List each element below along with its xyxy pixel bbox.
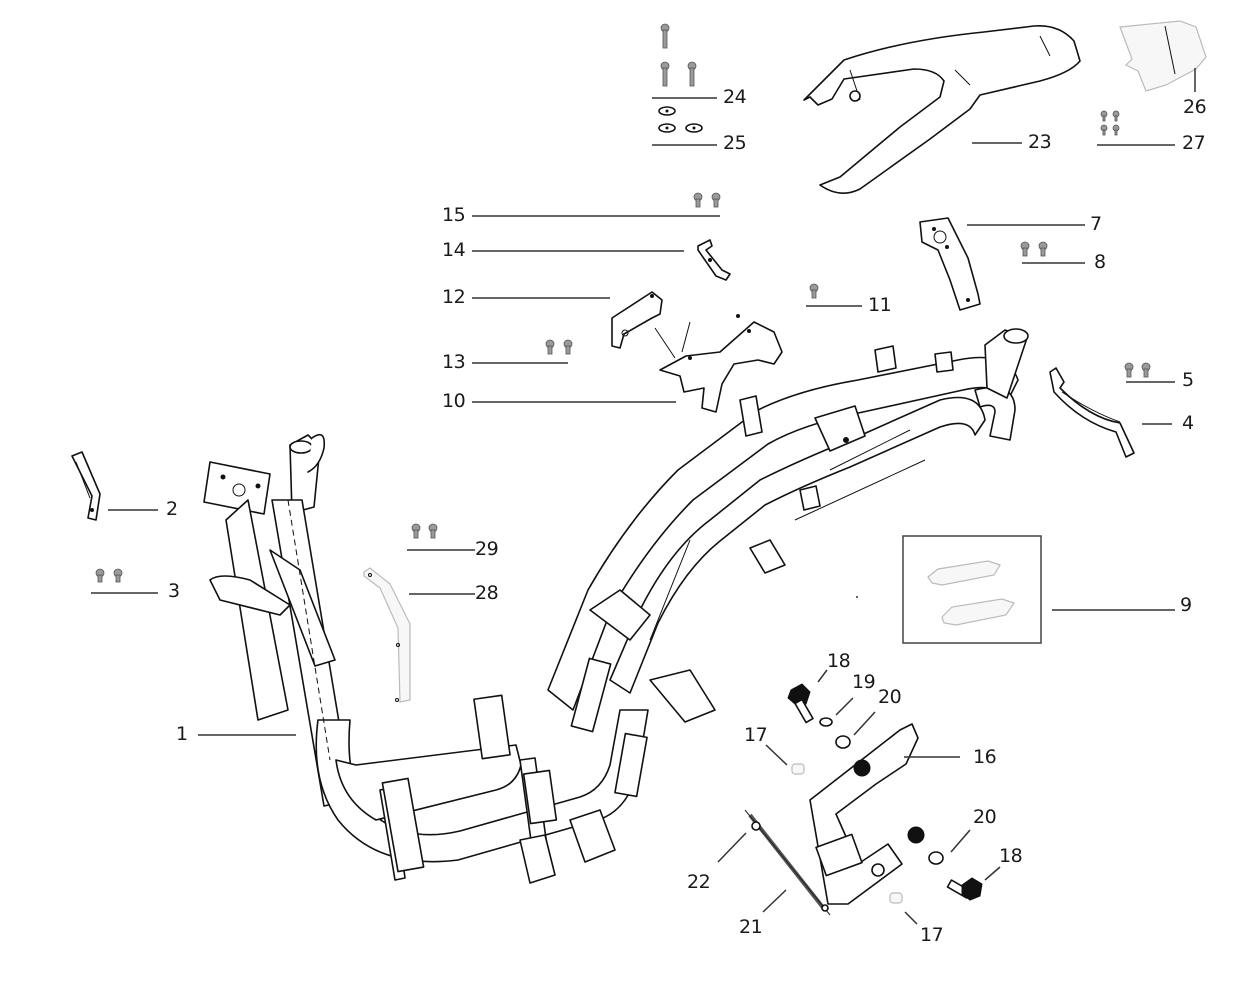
callout-9: 9 (1180, 594, 1192, 616)
callout-26: 26 (1183, 96, 1207, 118)
screws-part-27[interactable] (1100, 110, 1120, 136)
callout-29: 29 (475, 538, 499, 560)
callout-20a: 20 (878, 686, 902, 708)
leader-17b (904, 911, 918, 925)
callout-18a: 18 (827, 650, 851, 672)
callout-3: 3 (168, 580, 180, 602)
bracket-part-2[interactable] (71, 451, 101, 521)
callout-1: 1 (176, 723, 188, 745)
leader-18a (817, 669, 828, 683)
small-bracket-part-14[interactable] (697, 239, 731, 281)
frame-part[interactable] (203, 328, 1029, 884)
bolts-part-13[interactable] (545, 339, 573, 355)
callout-22: 22 (687, 871, 711, 893)
callout-15: 15 (442, 204, 466, 226)
nut-part-22[interactable] (751, 821, 761, 831)
reinforcement-plate-part-28[interactable] (363, 567, 411, 703)
leader-20a (853, 711, 876, 736)
bolts-part-3[interactable] (95, 568, 123, 583)
bolts-part-5[interactable] (1124, 362, 1151, 378)
leader-20b (950, 829, 971, 853)
callout-19: 19 (852, 671, 876, 693)
engine-hanger-link-part-16[interactable] (809, 723, 925, 905)
callout-7: 7 (1090, 213, 1102, 235)
nut-part-20b[interactable] (928, 851, 944, 865)
bushing-part-17b[interactable] (889, 892, 903, 904)
bolts-part-29[interactable] (411, 523, 438, 539)
callout-12: 12 (442, 286, 466, 308)
rear-bracket-part-4[interactable] (1049, 367, 1135, 458)
footrest-pads-part-9[interactable] (902, 535, 1042, 644)
washer-part-19[interactable] (819, 717, 833, 727)
callout-18b: 18 (999, 845, 1023, 867)
bolts-part-24[interactable] (660, 23, 697, 87)
leader-19 (835, 697, 854, 716)
callout-14: 14 (442, 239, 466, 261)
bolts-part-8[interactable] (1020, 241, 1048, 257)
callout-16: 16 (973, 746, 997, 768)
bolts-part-15[interactable] (693, 192, 721, 208)
callout-17b: 17 (920, 924, 944, 946)
callout-25: 25 (723, 132, 747, 154)
callout-5: 5 (1182, 369, 1194, 391)
callout-13: 13 (442, 351, 466, 373)
leader-lines (91, 68, 1196, 925)
callout-2: 2 (166, 498, 178, 520)
nut-part-20a[interactable] (835, 735, 851, 749)
flange-bolt-part-18b[interactable] (946, 877, 983, 901)
support-plate-part-10[interactable] (654, 314, 783, 413)
rear-grab-rail-part-23[interactable] (803, 24, 1081, 194)
leader-21 (762, 889, 787, 913)
callout-24: 24 (723, 86, 747, 108)
rear-cover-part-26[interactable] (1119, 20, 1207, 92)
washers-part-25[interactable] (658, 106, 703, 133)
callout-21: 21 (739, 916, 763, 938)
bolt-part-11[interactable] (809, 283, 819, 299)
flange-bolt-part-18a[interactable] (787, 683, 814, 724)
callout-23: 23 (1028, 131, 1052, 153)
callout-27: 27 (1182, 132, 1206, 154)
callout-4: 4 (1182, 412, 1194, 434)
callout-11: 11 (868, 294, 892, 316)
callout-28: 28 (475, 582, 499, 604)
callout-10: 10 (442, 390, 466, 412)
callout-8: 8 (1094, 251, 1106, 273)
bracket-part-12[interactable] (611, 291, 663, 349)
callout-20b: 20 (973, 806, 997, 828)
leader-18b (984, 866, 1001, 881)
leader-17a (765, 744, 788, 766)
bushing-part-17a[interactable] (791, 763, 805, 775)
leader-22 (717, 832, 747, 863)
mounting-bracket-part-7[interactable] (919, 217, 981, 311)
callout-17a: 17 (744, 724, 768, 746)
